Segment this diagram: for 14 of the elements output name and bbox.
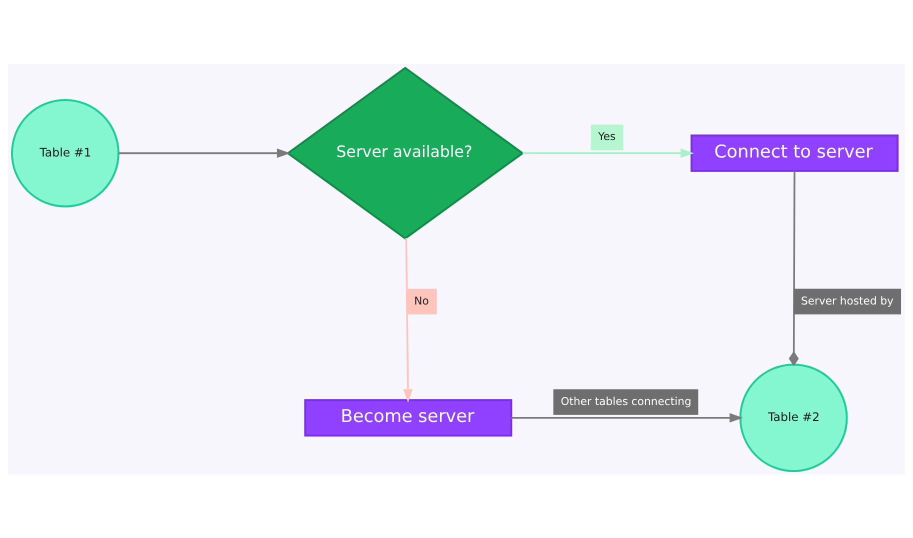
edge-label: No [414, 294, 429, 307]
arrow [511, 412, 744, 422]
arrow [118, 148, 290, 158]
connector [788, 170, 799, 366]
edge-label: Other tables connecting [560, 394, 692, 408]
node-circle: Table #2 [739, 363, 848, 472]
arrow [522, 148, 694, 158]
node-box: Become server [304, 398, 512, 436]
node-box: Connect to server [690, 134, 899, 172]
edge-label: Yes [598, 130, 616, 143]
node-circle: Table #1 [11, 98, 120, 207]
node-diamond: Server available? [286, 66, 524, 240]
edge-label: Server hosted by [800, 294, 894, 307]
arrow [403, 238, 413, 402]
